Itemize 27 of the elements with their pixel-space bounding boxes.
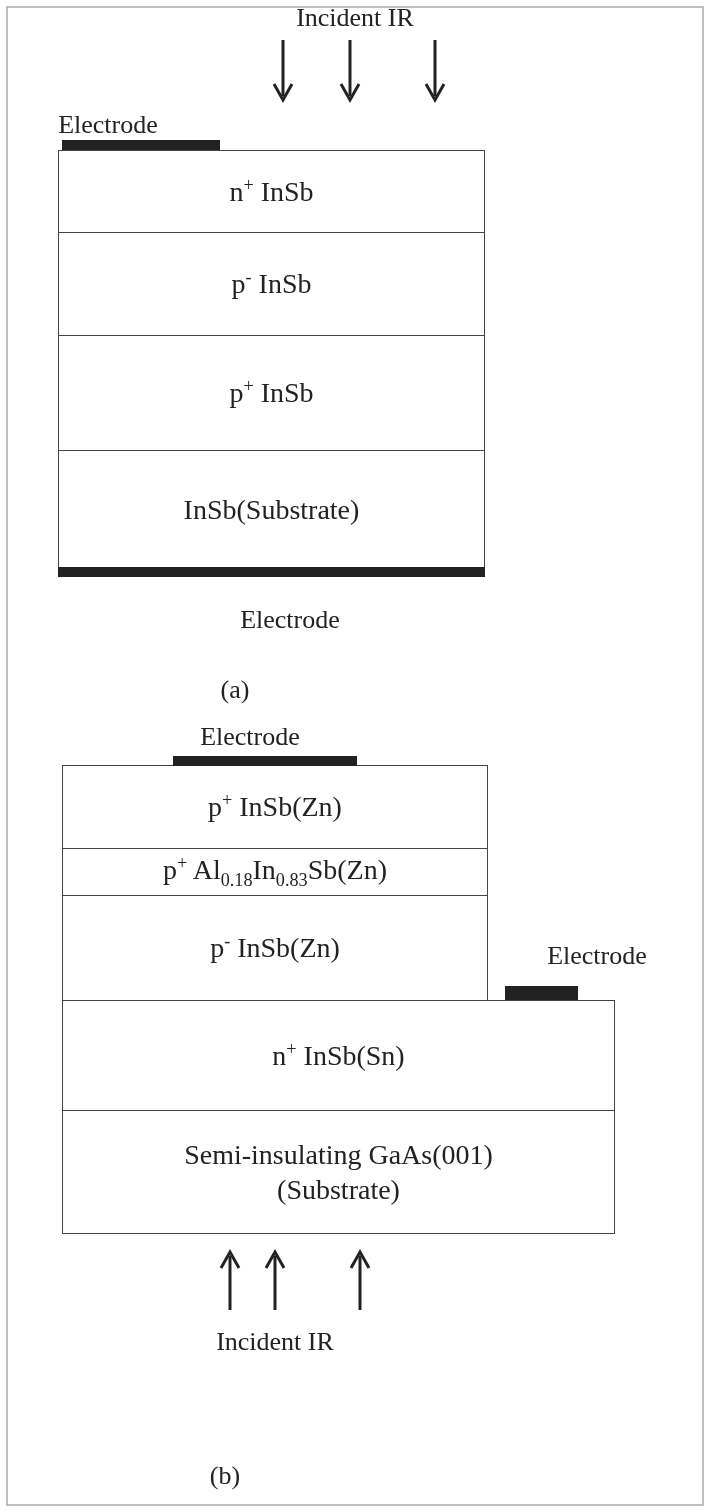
layer-box <box>58 232 485 336</box>
layer-label: Semi-insulating GaAs(001) (Substrate) <box>183 1138 494 1207</box>
layer-box <box>58 335 485 451</box>
layer-label: n$^{+}$ InSb(Sn) <box>271 1037 406 1074</box>
layer-label: p$^{+}$ InSb(Zn) <box>207 789 343 825</box>
layer-label: p$^{-}$ InSb <box>230 266 313 302</box>
electrode-label: Electrode <box>240 605 340 635</box>
layer-box <box>62 895 488 1001</box>
figure-label: (b) <box>209 1461 241 1491</box>
incident-ir-label: Incident IR <box>296 3 414 33</box>
layer-label: p$^{+}$ Al$_{0.18}$In$_{0.83}$Sb(Zn) <box>161 852 388 892</box>
electrode-bar <box>505 986 578 1000</box>
electrode-label: Electrode <box>200 722 300 752</box>
layer-label: InSb(Substrate) <box>182 492 361 527</box>
electrode-bar <box>58 567 485 577</box>
electrode-bar <box>62 140 220 150</box>
figure-label: (a) <box>220 675 250 705</box>
layer-label: p$^{-}$ InSb(Zn) <box>209 930 341 966</box>
electrode-label: Electrode <box>547 941 647 971</box>
layer-box <box>62 1110 615 1234</box>
electrode-label: Electrode <box>58 110 158 140</box>
layer-label: n$^{+}$ InSb <box>228 173 315 210</box>
electrode-bar <box>173 756 357 766</box>
layer-box <box>62 848 488 896</box>
layer-label: p$^{+}$ InSb <box>228 375 315 411</box>
layer-box <box>62 1000 615 1111</box>
incident-ir-label: Incident IR <box>216 1327 334 1357</box>
